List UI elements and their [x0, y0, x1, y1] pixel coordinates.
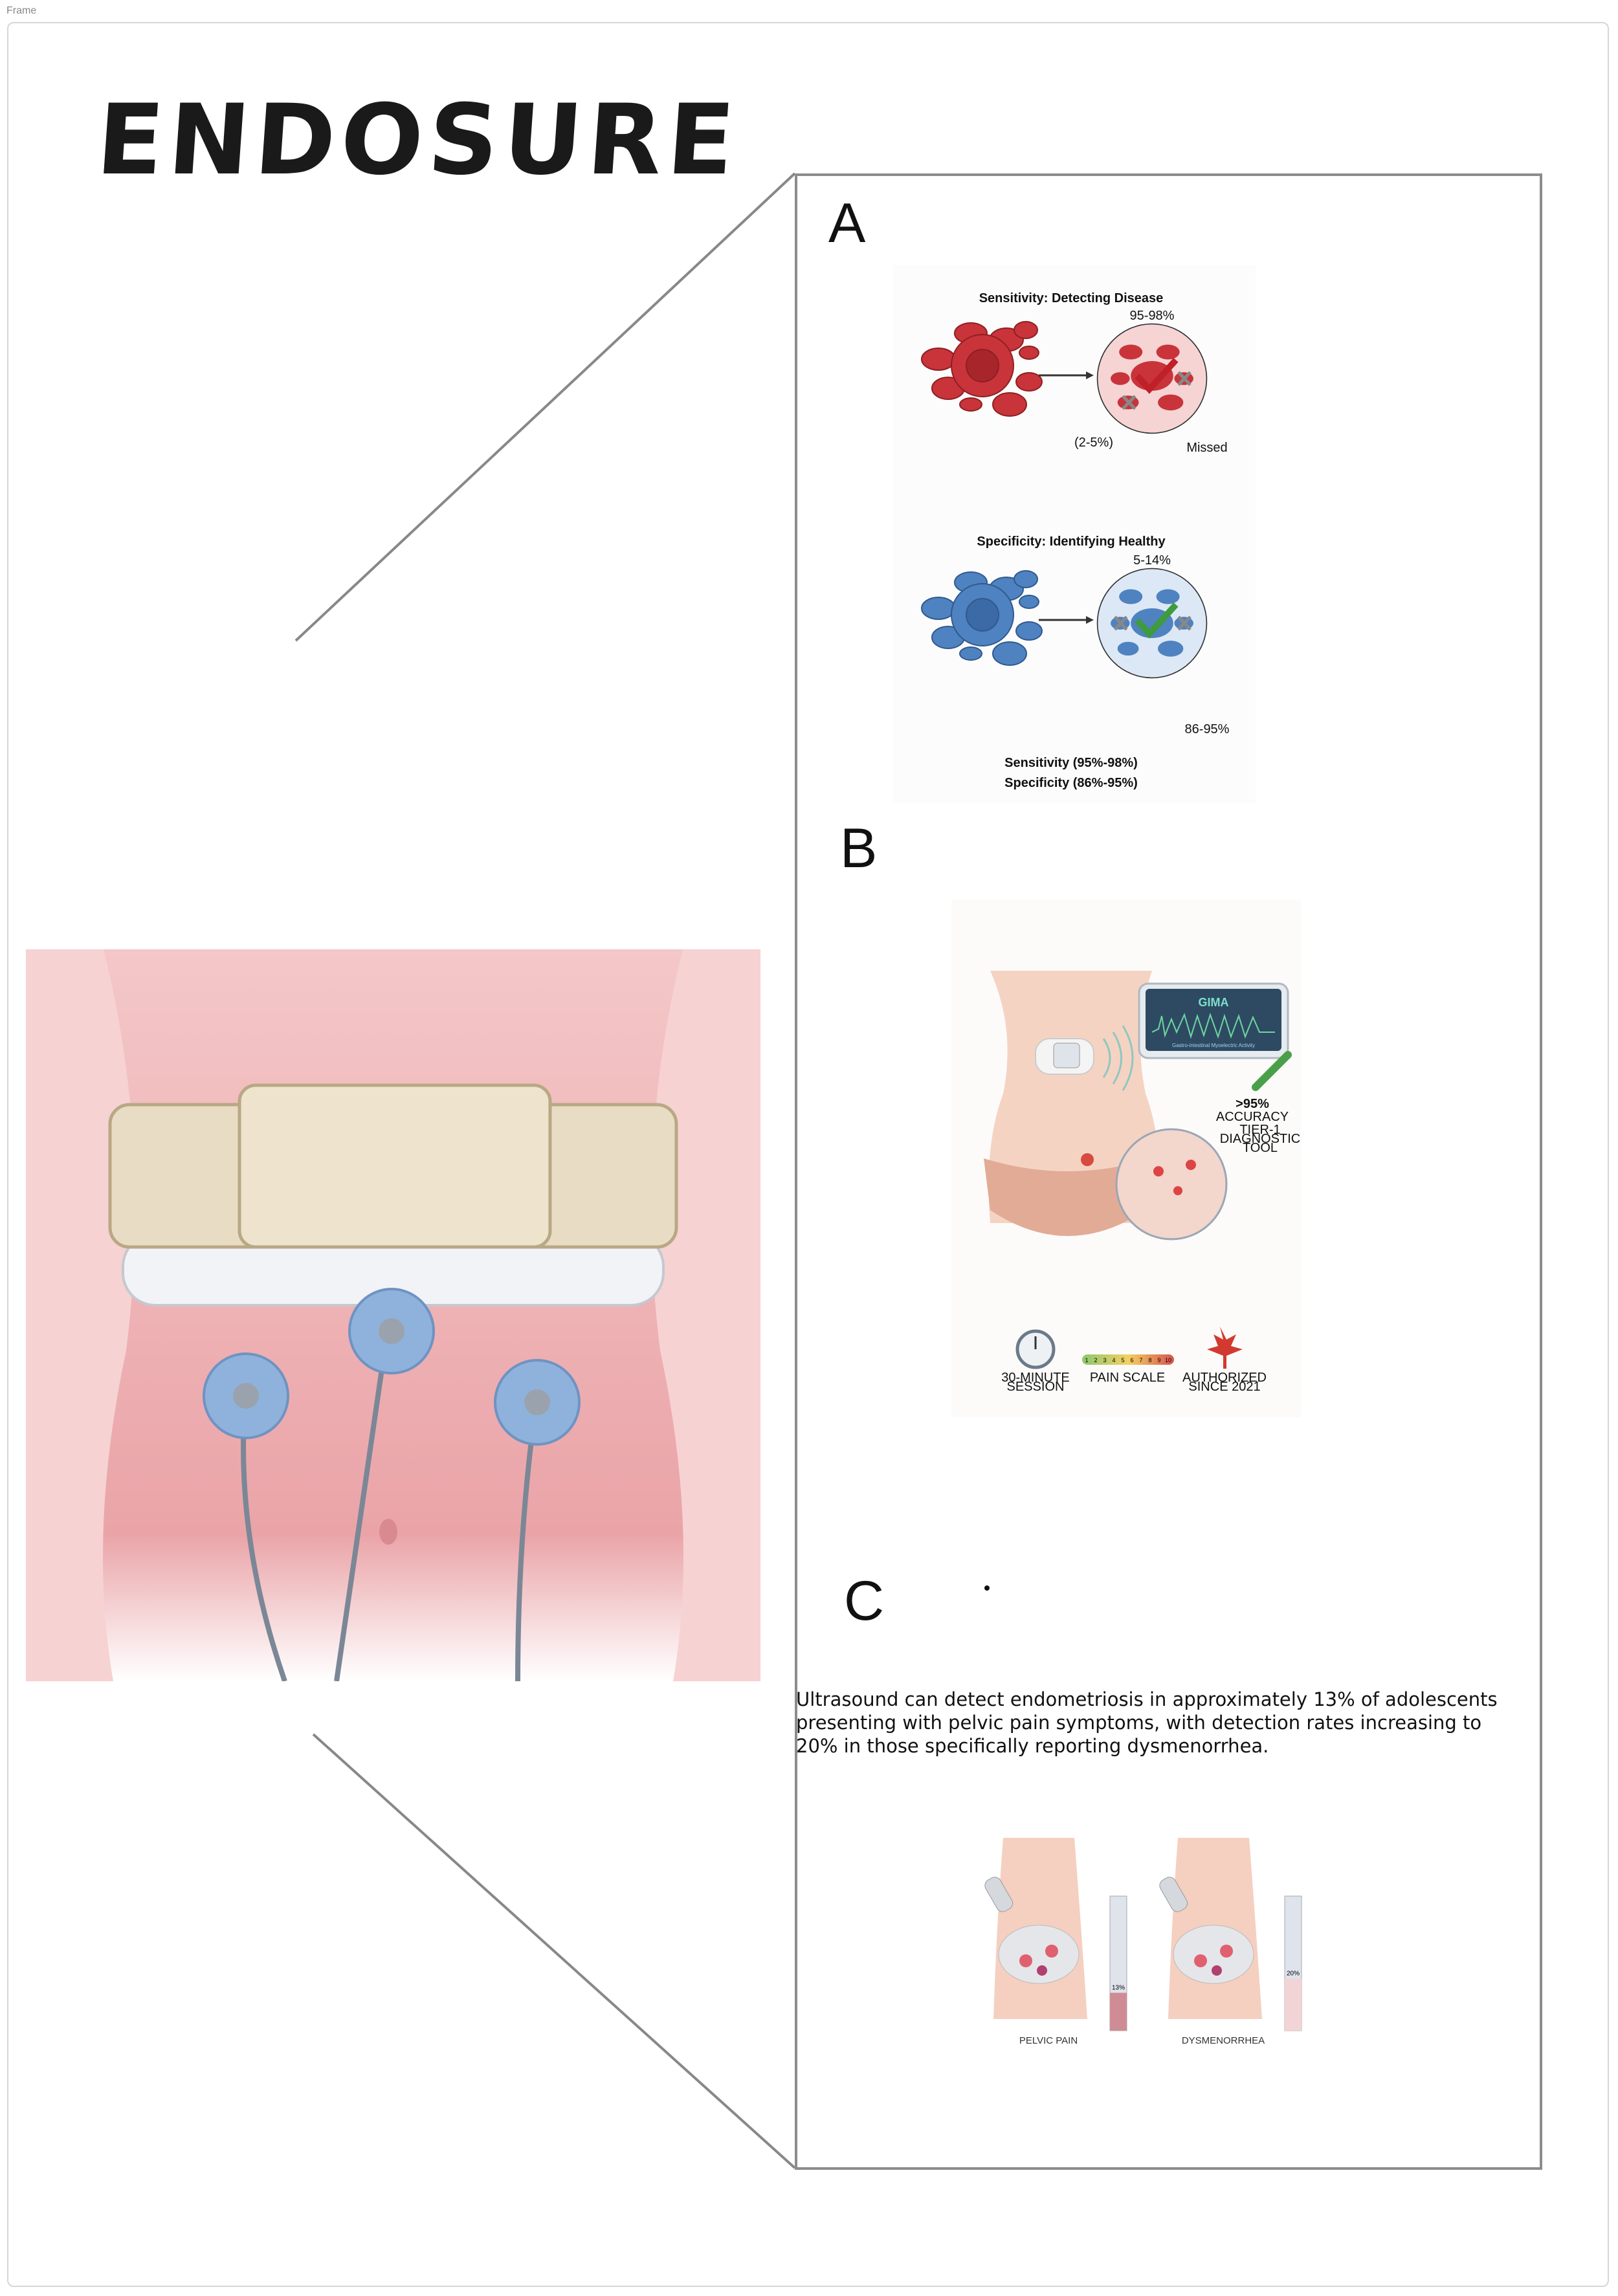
frame-label: Frame [6, 5, 37, 16]
underwear [984, 1158, 1152, 1236]
pelvis [998, 1925, 1080, 1984]
summary-specificity: Specificity (86%-95%) [1004, 776, 1138, 790]
tier-line: TOOL [1243, 1141, 1278, 1155]
tier-line: DIAGNOSTIC [1220, 1132, 1300, 1146]
figure-label: PELVIC PAIN [1019, 2035, 1078, 2046]
detail-panel [795, 173, 1542, 2170]
pain-scale-number: 2 [1094, 1357, 1097, 1363]
ultrasound-probe-icon [984, 1877, 1014, 1912]
ultrasound-detection-text: Ultrasound can detect endometriosis in a… [796, 1688, 1498, 1757]
pain-scale-number: 6 [1130, 1357, 1133, 1363]
check-icon [1135, 357, 1179, 394]
tier-line: TIER-1 [1239, 1123, 1280, 1137]
signal-waves [1102, 1025, 1134, 1091]
canvas-frame [7, 22, 1609, 2287]
panel-label-c: C [844, 1570, 885, 1632]
detected-cells-group [1096, 323, 1208, 434]
x-mark-icon [1122, 371, 1191, 410]
sensitivity-detected: 95-98% [1130, 309, 1175, 323]
accuracy-label: ACCURACY [1216, 1110, 1289, 1124]
ultrasound-figure-0: 13% PELVIC PAIN [984, 1838, 1127, 2046]
session-label: SESSION [1007, 1380, 1065, 1394]
sensitivity-specificity-figure: Sensitivity: Detecting Disease 95-98% (2… [893, 265, 1256, 802]
ultrasound-figure-1: 20% DYSMENORRHEA [1159, 1838, 1302, 2046]
connector-line-top [294, 172, 796, 642]
pain-scale-number: 5 [1121, 1357, 1124, 1363]
navel [379, 1519, 397, 1545]
x-mark-icon [1113, 615, 1191, 631]
panel-label-a: A [828, 192, 866, 254]
healthy-cells-group [1096, 568, 1208, 679]
red-cell-cluster [921, 321, 1043, 417]
detection-bar-fill [1285, 1978, 1302, 2031]
check-icon [1135, 602, 1179, 639]
detection-value: 20% [1287, 1970, 1300, 1978]
waveform [1151, 1012, 1275, 1039]
detection-bar-fill [1110, 1992, 1127, 2031]
gima-device-figure: GIMA Gastro-intestinal Myoelectric Activ… [951, 900, 1301, 1417]
check-icon [1252, 1051, 1292, 1091]
figure-label: DYSMENORRHEA [1182, 2035, 1265, 2046]
monitor-caption: Gastro-intestinal Myoelectric Activity [1172, 1043, 1255, 1048]
pain-scale-number: 1 [1085, 1357, 1088, 1363]
lesion [1081, 1153, 1094, 1166]
pain-scale-number: 10 [1165, 1357, 1171, 1363]
belt-pad [238, 1083, 552, 1249]
pain-scale-number: 4 [1112, 1357, 1115, 1363]
ultrasound-figure: 13% PELVIC PAIN 20% DYSMENORRHEA [984, 1838, 1302, 2046]
pain-scale-bar [1082, 1354, 1174, 1365]
specificity-correct: 86-95% [1185, 722, 1230, 736]
dot-marker [984, 1585, 990, 1591]
specificity-false: 5-14% [1133, 553, 1171, 568]
sensitivity-missed: Missed [1186, 441, 1227, 455]
ultrasound-probe-icon [1159, 1877, 1188, 1912]
monitor-title: GIMA [1199, 996, 1229, 1009]
session-label: 30-MINUTE [1001, 1371, 1070, 1385]
anatomy-inset [1115, 1128, 1228, 1241]
maple-leaf-icon [1207, 1327, 1243, 1369]
pain-scale-number: 3 [1103, 1357, 1106, 1363]
sensitivity-title: Sensitivity: Detecting Disease [979, 291, 1164, 305]
pain-scale-number: 9 [1157, 1357, 1160, 1363]
pelvis [1173, 1925, 1254, 1984]
pain-scale-number: 8 [1148, 1357, 1151, 1363]
connector-line-bottom [312, 1733, 796, 2169]
detection-value: 13% [1112, 1984, 1125, 1991]
blue-cell-cluster [921, 570, 1043, 666]
authorized-label: AUTHORIZED [1182, 1371, 1267, 1385]
panel-label-b: B [840, 817, 878, 879]
sensitivity-missed-pct: (2-5%) [1074, 436, 1113, 450]
accuracy-value: >95% [1236, 1097, 1269, 1111]
authorized-label: SINCE 2021 [1188, 1380, 1260, 1394]
pain-scale-label: PAIN SCALE [1090, 1371, 1165, 1385]
summary-sensitivity: Sensitivity (95%-98%) [1004, 756, 1138, 770]
abdomen-belt-illustration [26, 949, 760, 1681]
specificity-title: Specificity: Identifying Healthy [977, 535, 1166, 549]
pain-scale-number: 7 [1139, 1357, 1142, 1363]
